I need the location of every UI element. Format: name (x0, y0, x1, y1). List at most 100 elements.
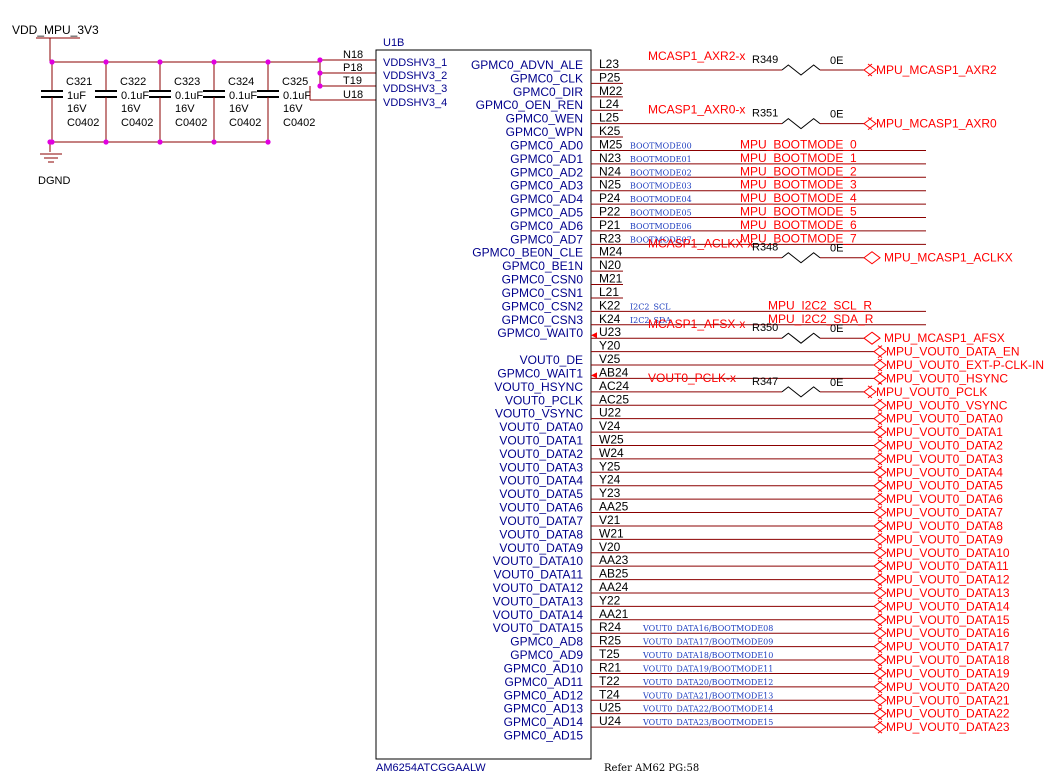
port-label: MPU_VOUT0_HSYNC (886, 371, 1008, 385)
pin-name: GPMC0_AD6 (510, 219, 583, 233)
port-bidir-icon (873, 412, 887, 426)
port-label: MPU_VOUT0_DATA_EN (886, 345, 1020, 359)
pin-number: P21 (599, 218, 621, 232)
pin-function-label: VOUT0_DATA19/BOOTMODE11 (642, 664, 773, 673)
port-bidir-icon (873, 372, 887, 385)
port-label: MPU_VOUT0_DATA11 (886, 559, 1009, 573)
pin-number: P24 (599, 191, 621, 205)
pin-number: N25 (599, 178, 621, 192)
net-label: MPU_BOOTMODE_2 (740, 164, 857, 178)
port-label: MPU_VOUT0_DATA17 (886, 640, 1010, 654)
supply-pin-name: VDDSHV3_3 (383, 83, 447, 95)
capacitor-package: C0402 (121, 117, 153, 129)
capacitor-value: 0.1uF (175, 90, 203, 102)
resistor-value: 0E (830, 243, 843, 255)
port-bidir-icon (873, 600, 887, 613)
resistor-value: 0E (830, 377, 843, 389)
port-bidir-icon (873, 546, 887, 560)
port-label: MPU_VOUT0_EXT-P-CLK-IN (886, 358, 1044, 372)
port-label: MPU_VOUT0_DATA21 (886, 693, 1010, 707)
resistor-symbol (781, 386, 821, 398)
pin-number: U24 (599, 714, 621, 728)
pin-number: Y25 (599, 459, 621, 473)
port-label: MPU_VOUT0_DATA6 (886, 492, 1003, 506)
port-bidir-icon (873, 573, 887, 586)
pin-name: VOUT0_DATA2 (499, 447, 583, 461)
port-label: MPU_VOUT0_PCLK (876, 385, 987, 399)
port-label: MPU_VOUT0_DATA4 (886, 465, 1003, 479)
net-label: MPU_BOOTMODE_6 (740, 218, 857, 232)
pin-function-label: BOOTMODE00 (630, 141, 692, 150)
pin-function-label: VOUT0_DATA17/BOOTMODE09 (642, 638, 773, 647)
pin-number: V20 (599, 540, 621, 554)
pin-function-label: BOOTMODE04 (630, 195, 692, 204)
port-bidir-icon (873, 640, 887, 654)
pin-number: P25 (599, 70, 621, 84)
pin-number: W21 (599, 526, 624, 540)
pin-name: GPMC0_AD15 (504, 729, 584, 743)
decoupling-network: VDD_MPU_3V3DGNDC3211uF16VC0402C3220.1uF1… (12, 23, 447, 187)
pin-name: GPMC0_AD7 (510, 232, 583, 246)
port-label: MPU_VOUT0_DATA5 (886, 479, 1003, 493)
supply-pin-number: P18 (343, 62, 363, 74)
resistor-value: 0E (830, 323, 843, 335)
pin-number: L23 (599, 57, 619, 71)
port-label: MPU_VOUT0_DATA3 (886, 452, 1003, 466)
resistor-symbol (781, 332, 821, 344)
pin-name: VOUT0_DATA5 (499, 487, 583, 501)
supply-pin-name: VDDSHV3_4 (383, 97, 447, 109)
pin-number: U22 (599, 406, 621, 420)
capacitor-ref: C322 (120, 76, 146, 88)
capacitor-voltage: 16V (283, 103, 303, 115)
port-label: MPU_VOUT0_DATA19 (886, 666, 1010, 680)
pin-name: GPMC0_AD12 (504, 688, 584, 702)
resistor-symbol (781, 64, 821, 76)
pin-number: Y22 (599, 593, 621, 607)
port-bidir-icon (873, 492, 887, 506)
resistor-ref: R351 (752, 108, 778, 120)
pin-number: R25 (599, 634, 621, 648)
pin-name: VOUT0_DATA12 (493, 581, 584, 595)
port-label: MPU_VOUT0_DATA16 (886, 626, 1010, 640)
resistor-value: 0E (830, 55, 843, 67)
port-bidir-icon (873, 345, 887, 359)
pin-function-label: BOOTMODE01 (630, 155, 692, 164)
junction-dot (157, 139, 163, 145)
pin-function-label: VOUT0_DATA18/BOOTMODE10 (642, 651, 773, 660)
junction-dot (47, 139, 53, 145)
pin-number: AA21 (599, 607, 629, 621)
pin-number: M21 (599, 272, 623, 286)
port-bidir-icon (873, 586, 887, 600)
capacitor-voltage: 16V (229, 103, 249, 115)
pin-number: V25 (599, 352, 621, 366)
net-label: MPU_BOOTMODE_7 (740, 231, 857, 245)
capacitor-voltage: 16V (175, 103, 195, 115)
resistor-ref: R347 (752, 376, 778, 388)
pin-name: VOUT0_DATA14 (493, 608, 584, 622)
pin-name: VOUT0_DATA11 (494, 568, 584, 582)
capacitor-ref: C321 (66, 76, 92, 88)
pin-number: T25 (599, 647, 620, 661)
net-label: MPU_BOOTMODE_5 (740, 205, 857, 219)
pin-number: K24 (599, 312, 621, 326)
port-bidir-icon (873, 626, 887, 640)
direction-arrow (591, 332, 597, 339)
pin-name: GPMC0_CSN2 (502, 299, 584, 313)
pin-number: W24 (599, 446, 624, 460)
pin-number: R23 (599, 231, 621, 245)
capacitor-ref: C323 (174, 76, 200, 88)
pin-function-label: VOUT0_DATA16/BOOTMODE08 (642, 624, 773, 633)
port-bidir-icon (873, 693, 887, 707)
port-bidir-icon (873, 707, 887, 721)
port-bidir-icon (873, 667, 887, 680)
port-label: MPU_VOUT0_DATA18 (886, 653, 1010, 667)
port-bidir-icon (873, 452, 887, 466)
net-label: MPU_I2C2_SCL_R (768, 298, 872, 312)
junction-dot (103, 139, 109, 145)
local-net-label: MCASP1_AFSX-x (648, 317, 745, 331)
ground-net-label: DGND (38, 175, 70, 187)
port-bidir-icon (863, 385, 877, 399)
port-diamond-icon (863, 331, 881, 345)
net-label: MPU_BOOTMODE_0 (740, 137, 857, 151)
